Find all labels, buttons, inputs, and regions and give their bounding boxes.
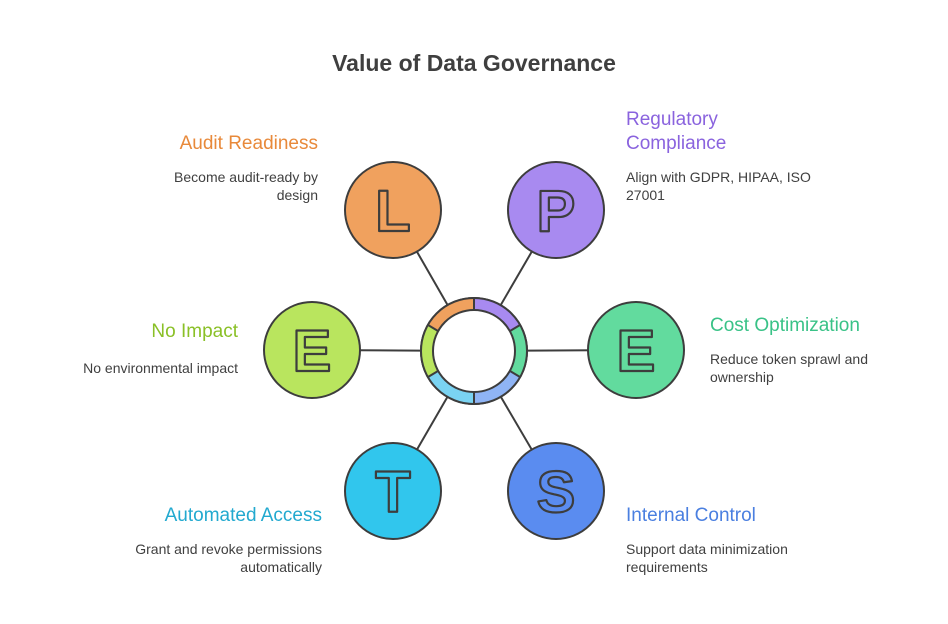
letter-p-icon: P — [537, 179, 576, 244]
label-cost-optimization: Cost Optimization — [710, 315, 860, 336]
description-internal-control: Support data minimization requirements — [626, 541, 788, 575]
node-automated-access — [344, 442, 442, 540]
label-no-impact: No Impact — [151, 321, 238, 342]
ring-segment-orange — [428, 298, 474, 331]
label-automated-access: Automated Access — [164, 505, 322, 526]
central-ring — [420, 297, 528, 405]
label-audit-readiness: Audit Readiness — [179, 133, 318, 154]
description-no-impact: No environmental impact — [83, 360, 238, 376]
ring-segment-lime — [421, 325, 438, 377]
ring-segment-blue — [474, 371, 520, 404]
description-cost-optimization: Reduce token sprawl and ownership — [710, 351, 868, 385]
description-audit-readiness: Become audit-ready by design — [174, 169, 318, 203]
node-regulatory-compliance — [507, 161, 605, 259]
description-automated-access: Grant and revoke permissions automatical… — [135, 541, 322, 575]
label-regulatory-compliance: Regulatory Compliance — [626, 109, 727, 154]
node-cost-optimization — [587, 301, 685, 399]
ring-segment-green — [510, 325, 527, 377]
letter-t-icon: T — [375, 460, 410, 525]
letter-l-icon: L — [375, 179, 410, 244]
letter-s-icon: S — [537, 460, 576, 525]
letter-e-icon: E — [617, 319, 656, 384]
node-no-impact — [263, 301, 361, 399]
label-internal-control: Internal Control — [626, 505, 756, 526]
node-audit-readiness — [344, 161, 442, 259]
description-regulatory-compliance: Align with GDPR, HIPAA, ISO 27001 — [626, 169, 811, 203]
ring-segment-purple — [474, 298, 520, 331]
letter-e-icon: E — [293, 319, 332, 384]
page-title: Value of Data Governance — [332, 50, 616, 76]
ring-segment-cyan — [428, 371, 474, 404]
node-internal-control — [507, 442, 605, 540]
